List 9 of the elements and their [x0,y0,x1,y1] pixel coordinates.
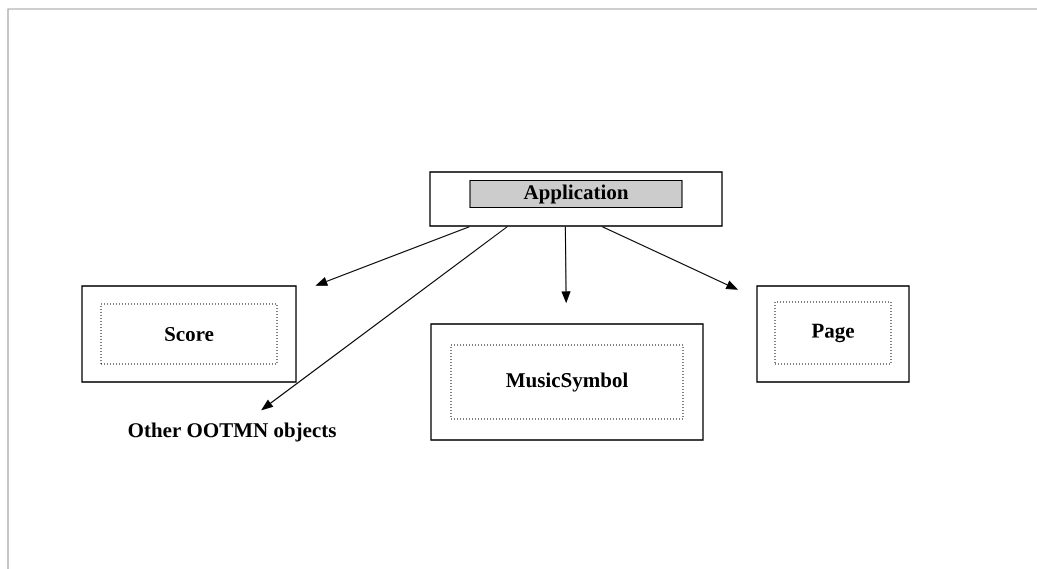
outer-box [81,285,297,383]
outer-box [756,285,910,383]
application-box: Application [469,179,683,209]
dotted-box: Score [100,303,278,365]
outer-box [429,171,723,227]
text-label: Other OOTMN objects [128,422,336,442]
dotted-box: Page [774,301,892,365]
outer-box [430,323,704,441]
dotted-box: MusicSymbol [450,344,684,420]
